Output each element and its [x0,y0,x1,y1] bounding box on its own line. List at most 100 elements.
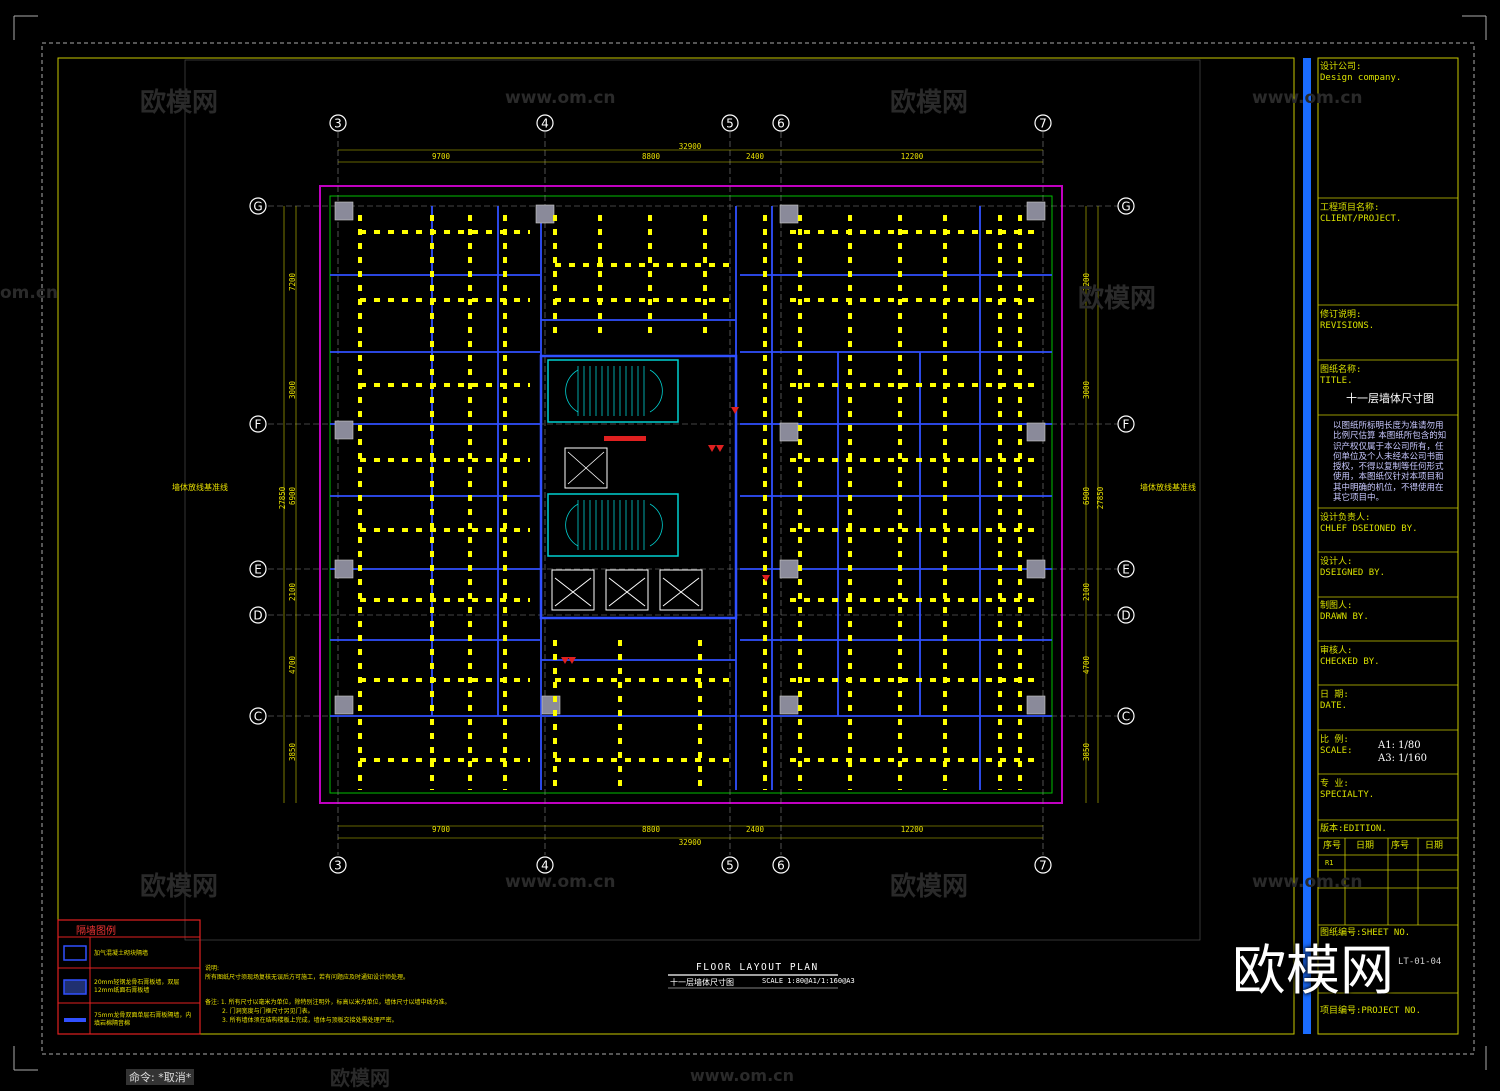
edition-col: 序号 [1391,841,1410,851]
watermark: 欧模网 [140,872,219,902]
dim-text: 2100 [288,582,297,601]
dim-text: 3000 [1082,380,1091,399]
elevator-cross [554,577,592,607]
command-line[interactable]: 命令: *取消* [126,1069,195,1085]
red-marker [708,445,716,452]
dim-text: 7200 [1082,272,1091,291]
structural-column [1026,695,1046,715]
structural-column [779,559,799,579]
grid-bubble-label: 7 [1039,117,1047,131]
title-block [1317,57,1459,1035]
grid-bubble-label: D [253,609,262,623]
grid-bubble-label: D [1121,609,1130,623]
edition-col: 日期 [1425,841,1444,851]
copyright-note: 以图纸所标明长度为准请勿用比例尺估算 本图纸所包含的知识产权仅属于本公司所有，任… [1333,421,1447,504]
legend-item-3: 75mm龙骨双面单层石膏板隔墙，内填岩棉隔音棉 [94,1012,192,1027]
title-block-rows [1318,197,1458,994]
grid-bubble [536,114,554,132]
grid-bubble [1034,114,1052,132]
tb-design-company: 设计公司:Design company. [1320,62,1402,83]
shaft [564,447,608,489]
structural-column [779,204,799,224]
dim-text: 3000 [288,380,297,399]
grid-bubble [1117,707,1135,725]
grid-bubble [1117,606,1135,624]
dim-text: 2400 [746,152,765,161]
stair-landing [565,369,579,413]
legend-swatch-1 [63,945,87,961]
grid-bubble-label: F [255,418,262,432]
structural-column [1026,559,1046,579]
grid-bubble [536,856,554,874]
grid-bubble [249,606,267,624]
stair-landing [649,503,663,547]
structural-column [334,695,354,715]
watermark: 欧模网 [890,872,969,902]
dim-text: 4700 [288,655,297,674]
tb-scale: 比 例:SCALE: [1320,735,1353,756]
sheet-border [41,42,1475,1055]
legend-item-1: 加气混凝土砌块隔墙 [94,950,149,957]
tb-revisions: 修订说明:REVISIONS. [1320,310,1375,331]
scale-a3: A3: 1/160 [1378,753,1427,764]
red-marker [762,575,770,582]
dim-text: 6900 [288,486,297,505]
brand-logo: 欧模网 [1232,939,1394,1002]
legend-title: 隔墙图例 [76,926,116,937]
scale-a1: A1: 1/80 [1378,740,1421,751]
grid-bubble-label: F [1123,418,1130,432]
watermark: www.om.cn [690,1066,795,1085]
watermark: www.om.cn [1252,88,1363,108]
notes-line-1: 所有图纸尺寸须现场复核无误后方可施工，若有问题应及时通知设计师处理。 [205,974,410,981]
watermark: 欧模网 [1078,284,1157,314]
edition-col: 序号 [1323,841,1342,851]
elevator-car [659,569,703,611]
red-marker [604,436,646,441]
watermark: 欧模网 [330,1066,390,1090]
red-marker [731,407,739,414]
grid-bubble-label: C [254,710,262,724]
grid-bubble-label: 6 [777,859,785,873]
grid-bubble [249,197,267,215]
dim-text-total: 32900 [679,838,702,847]
grid-bubble [721,114,739,132]
dim-text-total: 32900 [679,142,702,151]
elevator-car [551,569,595,611]
notes-line-3: 2. 门洞宽度与门框尺寸另见门表。 [222,1008,314,1015]
watermark: www.om.cn [1252,872,1363,892]
watermark: om.cn [0,283,59,303]
grid-bubble-label: 5 [726,859,734,873]
grid-bubble [249,415,267,433]
plan-subtitle: 十一层墙体尺寸图 [670,978,734,987]
watermark: www.om.cn [505,872,616,892]
grid-bubble [1117,415,1135,433]
grid-bubble-label: C [1122,710,1130,724]
grid-bubble-label: 3 [334,859,342,873]
structural-column [779,422,799,442]
dim-text: 2100 [1082,582,1091,601]
dim-text: 3850 [288,742,297,761]
tb-sheet-no: 图纸编号:SHEET NO. [1320,928,1411,938]
drawing-title: 十一层墙体尺寸图 [1346,392,1434,405]
tb-title-label: 图纸名称:TITLE. [1320,365,1362,386]
structural-column [779,695,799,715]
plan-scale: SCALE 1:80@A1/1:160@A3 [762,977,855,985]
watermark: www.om.cn [505,88,616,108]
grid-bubble-label: 4 [541,859,549,873]
building-core [539,354,738,620]
grid-bubble [329,114,347,132]
elevator-cross [608,577,646,607]
elevator-car [605,569,649,611]
red-marker [561,657,569,664]
edition-r1: R1 [1325,859,1334,867]
grid-bubble-label: 7 [1039,859,1047,873]
grid-bubble [329,856,347,874]
grid-bubble [721,856,739,874]
legend-swatch-2 [63,979,87,995]
dim-text: 4700 [1082,655,1091,674]
stair-2 [547,493,679,557]
dim-text: 8800 [642,152,661,161]
floor-outline [319,185,1063,804]
tb-checked: 审核人:CHECKED BY. [1320,646,1380,667]
